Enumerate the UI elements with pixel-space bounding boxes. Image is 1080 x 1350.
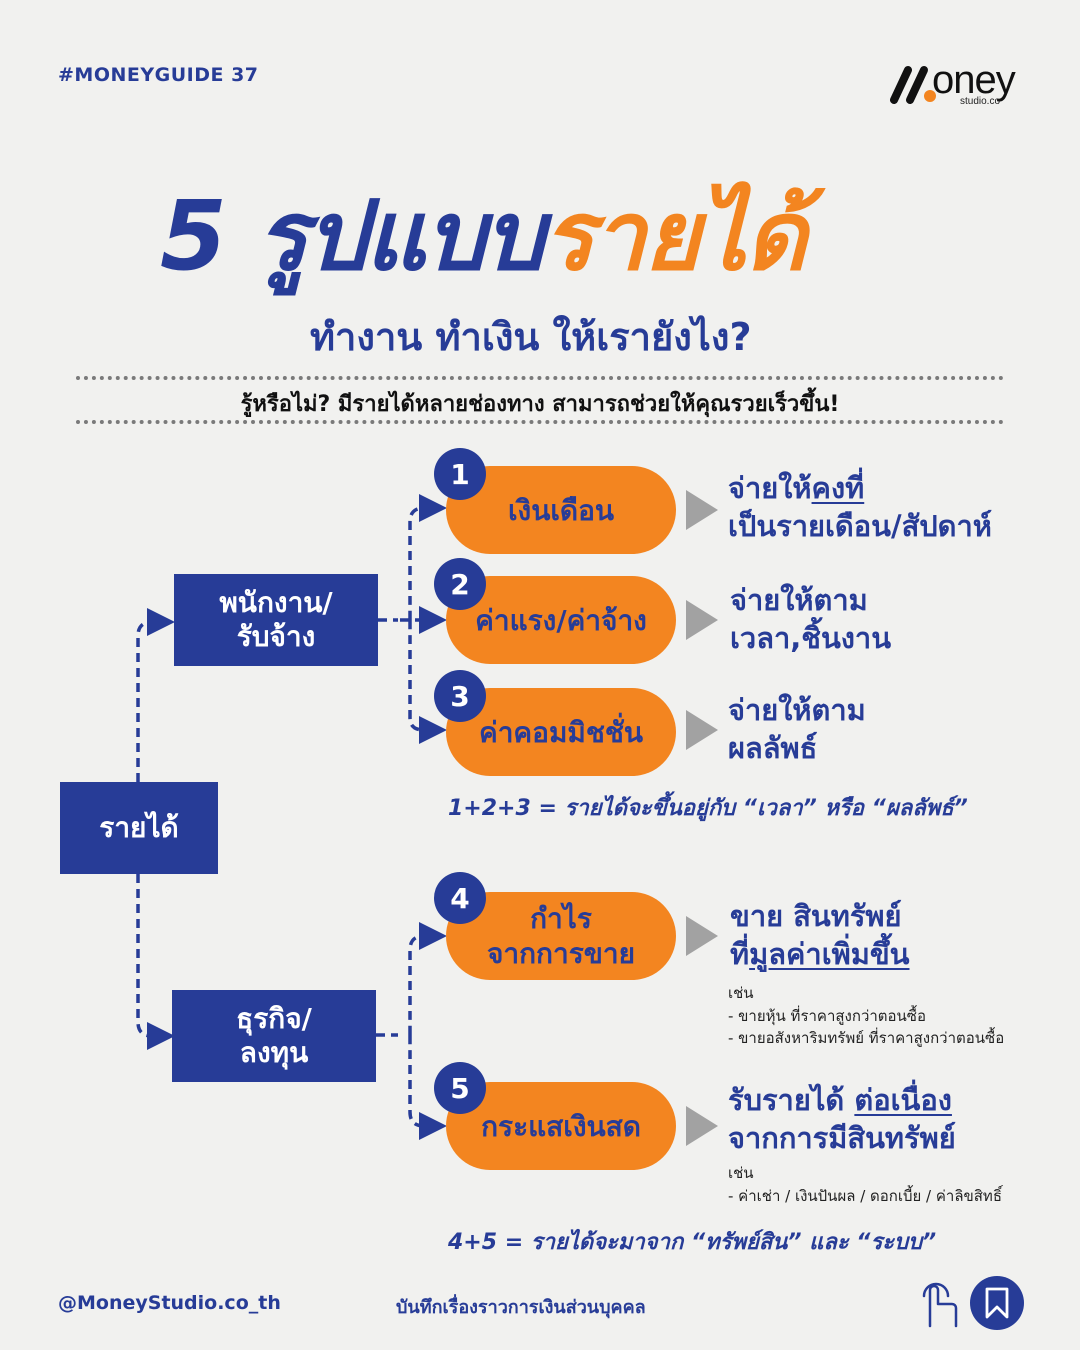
hashtag-label: #MONEYGUIDE 37 (58, 64, 259, 86)
pill-label-line: จากการขาย (486, 937, 636, 970)
desc-emphasis: มูลค่าเพิ่มขึ้น (749, 936, 910, 971)
desc-text: จ่ายให้ตาม (728, 693, 866, 727)
footer-tagline: บันทึกเรื่องราวการเงินส่วนบุคคล (396, 1297, 646, 1318)
desc-text: เป็นรายเดือน/สัปดาห์ (728, 508, 992, 543)
note-line: - ขายอสังหาริมทรัพย์ ที่ราคาสูงกว่าตอนซื… (728, 1029, 1005, 1047)
arrow-right-icon (686, 600, 718, 640)
bookmark-icon (985, 1287, 1009, 1319)
intro-text: รู้หรือไม่? มีรายได้หลายช่องทาง สามารถช่… (240, 392, 840, 417)
item-pill-cash-flow: กระแสเงินสด (446, 1082, 676, 1170)
item-pill-capital-gain: กำไร จากการขาย (446, 892, 676, 980)
item-number-badge-2: 2 (434, 558, 486, 610)
arrow-right-icon (686, 1106, 718, 1146)
arrow-right-icon (686, 710, 718, 750)
note-title: เช่น (728, 1164, 754, 1182)
desc-text: เวลา,ชิ้นงาน (730, 620, 892, 655)
pill-label-line: กำไร (530, 902, 592, 935)
item-number-badge-3: 3 (434, 670, 486, 722)
desc-emphasis: คงที่ (811, 471, 865, 505)
note-line: - ขายหุ้น ที่ราคาสูงกว่าตอนซื้อ (728, 1006, 926, 1025)
note-title: เช่น (728, 984, 754, 1002)
item-desc-capital-gain: ขาย สินทรัพย์ ที่มูลค่าเพิ่มขึ้น (730, 898, 910, 973)
formula-1-2-3: 1+2+3 = รายได้จะขึ้นอยู่กับ “เวลา” หรือ … (448, 796, 968, 821)
note-line: - ค่าเช่า / เงินปันผล / ดอกเบี้ย / ค่าลิ… (728, 1186, 1002, 1205)
item-desc-commission: จ่ายให้ตาม ผลลัพธ์ (728, 692, 866, 767)
desc-text: รับรายได้ (728, 1083, 855, 1117)
logo-mark-icon (890, 66, 936, 104)
desc-text: จ่ายให้ (728, 471, 812, 505)
item-number-badge-5: 5 (434, 1062, 486, 1114)
item-desc-cash-flow: รับรายได้ ต่อเนื่อง จากการมีสินทรัพย์ (728, 1082, 956, 1157)
desc-text: ผลลัพธ์ (728, 730, 818, 765)
item-desc-salary: จ่ายให้คงที่ เป็นรายเดือน/สัปดาห์ (728, 470, 992, 545)
title-orange-text: รายได้ (542, 180, 806, 292)
group-node-employee: พนักงาน/ รับจ้าง (174, 574, 378, 666)
root-node-income: รายได้ (60, 782, 218, 874)
title-number: 5 (160, 180, 227, 292)
title-blue-text: รูปแบบ (256, 180, 544, 292)
desc-emphasis: ต่อเนื่อง (854, 1083, 952, 1117)
formula-4-5: 4+5 = รายได้จะมาจาก “ทรัพย์สิน” และ “ระบ… (448, 1230, 937, 1255)
item-number-badge-4: 4 (434, 872, 486, 924)
money-studio-logo: oney studio.co (888, 58, 1048, 112)
logo-wordmark: oney (932, 58, 1016, 102)
desc-text: จ่ายให้ตาม (730, 583, 868, 617)
desc-text: ขาย สินทรัพย์ (730, 899, 902, 933)
desc-text: ที่ (730, 936, 750, 971)
item-notes-capital-gain: เช่น - ขายหุ้น ที่ราคาสูงกว่าตอนซื้อ - ข… (728, 982, 1004, 1050)
social-handle: @MoneyStudio.co_th (58, 1292, 281, 1314)
bookmark-button[interactable] (970, 1276, 1024, 1330)
item-notes-cash-flow: เช่น - ค่าเช่า / เงินปันผล / ดอกเบี้ย / … (728, 1162, 1002, 1207)
arrow-right-icon (686, 916, 718, 956)
page-title: 5 รูปแบบรายได้ (160, 188, 807, 284)
page-subtitle: ทำงาน ทำเงิน ให้เรายังไง? (310, 315, 752, 359)
tap-hand-icon (922, 1282, 958, 1328)
divider-top (76, 376, 1004, 380)
divider-bottom (76, 420, 1004, 424)
item-number-badge-1: 1 (434, 448, 486, 500)
group-node-business: ธุรกิจ/ ลงทุน (172, 990, 376, 1082)
item-desc-wages: จ่ายให้ตาม เวลา,ชิ้นงาน (730, 582, 891, 657)
desc-text: จากการมีสินทรัพย์ (728, 1120, 956, 1155)
logo-subtext: studio.co (960, 96, 1001, 107)
arrow-right-icon (686, 490, 718, 530)
